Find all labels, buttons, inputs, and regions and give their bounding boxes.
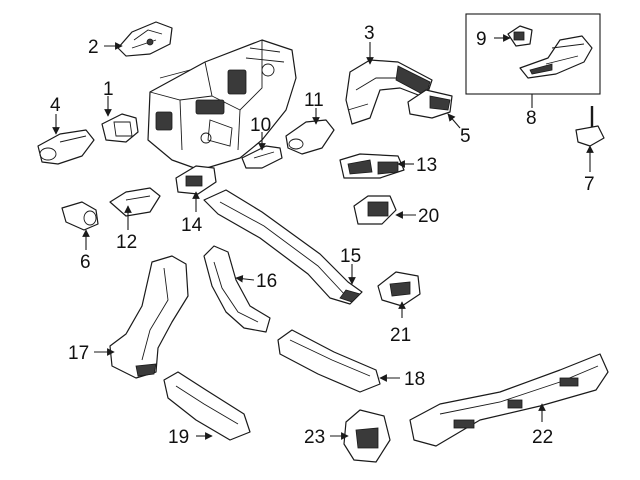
part-17-drawing: [109, 255, 189, 379]
callout-22: 22: [532, 427, 553, 448]
part-20-drawing: [353, 195, 397, 225]
callout-10: 10: [250, 115, 271, 136]
part-8-drawing: [519, 35, 593, 79]
part-4-drawing: [37, 129, 95, 165]
leader-lines: [52, 34, 594, 440]
part-18-drawing: [277, 329, 381, 393]
callout-23: 23: [304, 427, 325, 448]
callout-7: 7: [584, 174, 595, 195]
hvac-housing-drawing: [147, 39, 297, 171]
callout-17: 17: [68, 343, 89, 364]
callout-4: 4: [50, 95, 61, 116]
callout-3: 3: [364, 23, 375, 44]
callout-1: 1: [103, 79, 114, 100]
part-12-drawing: [109, 187, 161, 217]
part-15-drawing: [203, 189, 363, 305]
part-7-drawing: [575, 106, 605, 147]
part-3-drawing: [345, 59, 433, 125]
callout-11: 11: [304, 90, 324, 111]
part-16-drawing: [203, 245, 271, 333]
part-14-drawing: [175, 165, 217, 195]
inset-box: [465, 13, 601, 95]
callout-6: 6: [80, 252, 91, 273]
callout-15: 15: [340, 246, 361, 267]
part-2-drawing: [117, 21, 173, 57]
callout-21: 21: [390, 325, 411, 346]
part-10-drawing: [241, 145, 283, 169]
callout-13: 13: [416, 155, 437, 176]
callout-8: 8: [526, 108, 537, 129]
callout-numbers: 1 2 3 4 5 6 7 8 9 10 11 12 13 14 15 16 1…: [50, 23, 595, 448]
part-1-drawing: [101, 113, 139, 143]
callout-5: 5: [460, 126, 471, 147]
part-5-drawing: [407, 89, 453, 119]
part-22-drawing: [409, 353, 609, 447]
part-11-drawing: [285, 119, 335, 155]
callout-2: 2: [88, 37, 99, 58]
part-23-drawing: [343, 409, 391, 463]
part-21-drawing: [377, 271, 421, 307]
part-13-drawing: [339, 153, 405, 179]
part-6-drawing: [61, 201, 99, 231]
callout-20: 20: [418, 206, 439, 227]
part-9-drawing: [507, 25, 533, 47]
callout-12: 12: [116, 232, 137, 253]
callout-14: 14: [181, 215, 203, 236]
part-19-drawing: [163, 371, 251, 441]
callout-19: 19: [168, 427, 189, 448]
callout-16: 16: [256, 271, 277, 292]
callout-9: 9: [476, 29, 487, 50]
callout-18: 18: [404, 369, 425, 390]
